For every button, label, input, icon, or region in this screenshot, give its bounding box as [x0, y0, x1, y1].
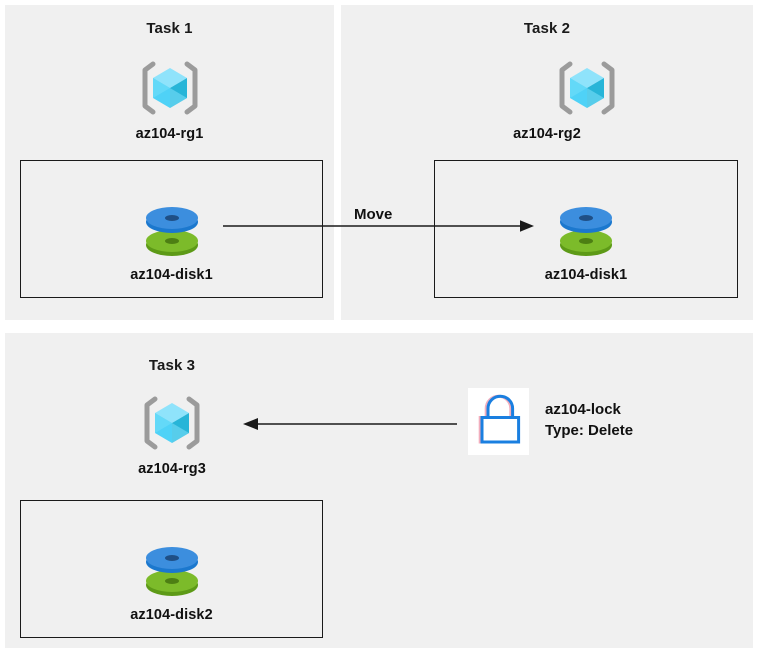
lock-info: az104-lock Type: Delete [545, 399, 633, 441]
resource-group-label-rg2: az104-rg2 [513, 126, 581, 142]
move-arrow-label: Move [354, 206, 393, 223]
lock-type: Type: Delete [545, 422, 634, 439]
managed-disk-icon [141, 538, 203, 600]
managed-disk-icon [141, 198, 203, 260]
resource-group-label-rg3: az104-rg3 [138, 461, 206, 477]
resource-group-icon [556, 57, 618, 119]
move-arrow [223, 216, 538, 236]
task1-title: Task 1 [146, 20, 193, 37]
resource-group-icon [141, 392, 203, 454]
lock-icon-tile [468, 388, 529, 455]
resource-group-icon [139, 57, 201, 119]
disk-label-disk1-task1: az104-disk1 [130, 267, 213, 283]
task3-title: Task 3 [148, 357, 196, 374]
disk-label-disk2-task3: az104-disk2 [130, 607, 213, 623]
disk-label-disk1-task2: az104-disk1 [544, 267, 628, 283]
lock-arrow [242, 414, 457, 434]
task2-title: Task 2 [523, 20, 571, 37]
managed-disk-icon [555, 198, 617, 260]
resource-group-label-rg1: az104-rg1 [135, 126, 204, 142]
lock-name: az104-lock [545, 401, 621, 418]
